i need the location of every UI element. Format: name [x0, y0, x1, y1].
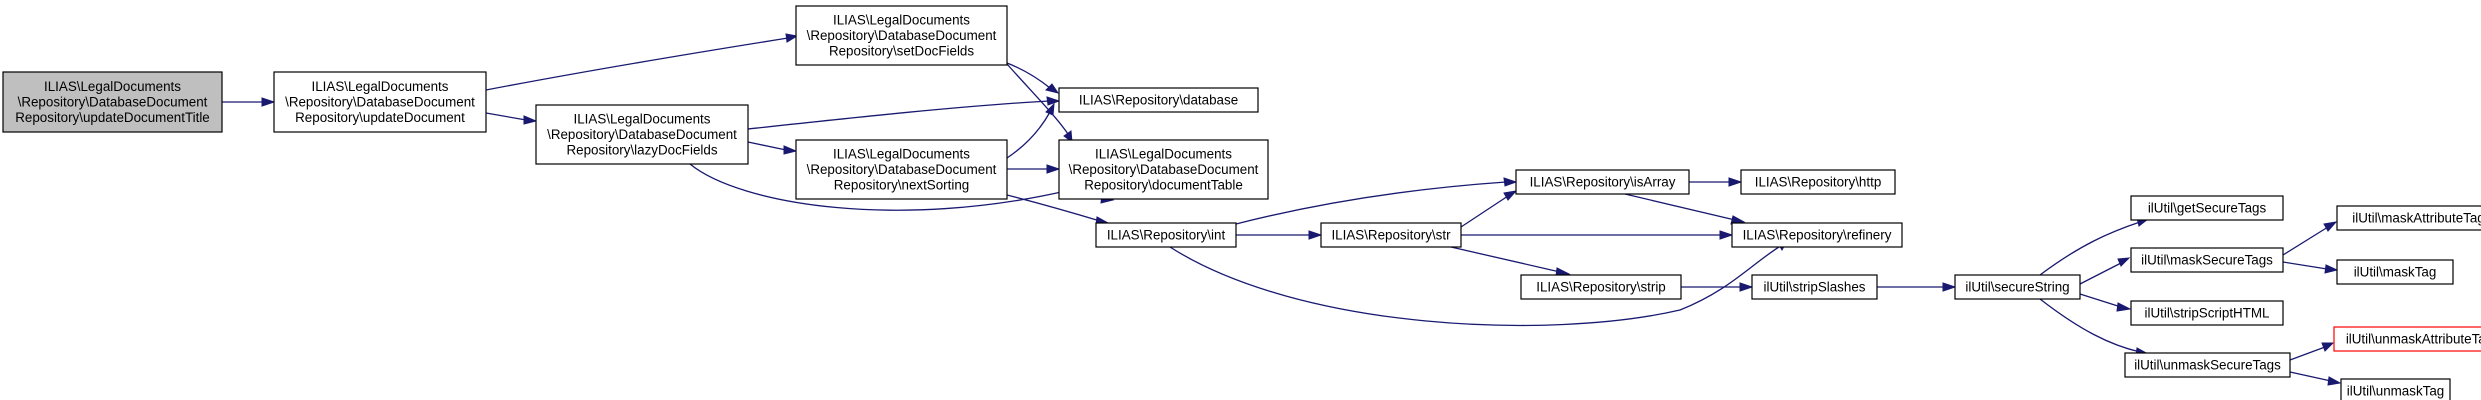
graph-node-n8[interactable]: ILIAS\Repository\isArray	[1515, 169, 1690, 195]
edge-n1-n3	[485, 112, 538, 125]
node-label-line: \Repository\DatabaseDocument	[18, 95, 208, 110]
node-label-line: ilUtil\unmaskAttributeTag	[2346, 332, 2481, 347]
edge-n18-n21	[2289, 342, 2335, 361]
node-label-line: ILIAS\Repository\database	[1079, 93, 1238, 108]
edge-n14-n17	[2079, 293, 2132, 312]
graph-node-n10[interactable]: ILIAS\Repository\strip	[1520, 274, 1682, 300]
graph-node-n1[interactable]: ILIAS\LegalDocuments\Repository\Database…	[273, 71, 487, 133]
graph-node-n5[interactable]: ILIAS\LegalDocuments\Repository\Database…	[1058, 139, 1269, 200]
graph-node-n9[interactable]: ILIAS\Repository\str	[1320, 222, 1462, 248]
graph-node-n16[interactable]: ilUtil\maskSecureTags	[2130, 247, 2284, 273]
node-label-line: Repository\lazyDocFields	[566, 142, 717, 157]
node-label-line: ilUtil\unmaskTag	[2347, 384, 2445, 399]
node-label-line: ilUtil\stripSlashes	[1764, 280, 1866, 295]
node-label-line: ilUtil\maskSecureTags	[2141, 253, 2273, 268]
node-label-line: ILIAS\LegalDocuments	[574, 112, 711, 127]
edge-n6-n5	[1007, 164, 1061, 174]
graph-node-n0: ILIAS\LegalDocuments\Repository\Database…	[2, 71, 223, 133]
graph-node-n3[interactable]: ILIAS\LegalDocuments\Repository\Database…	[535, 104, 749, 165]
node-label-line: ILIAS\LegalDocuments	[312, 79, 449, 94]
graph-node-n17[interactable]: ilUtil\stripScriptHTML	[2130, 300, 2284, 326]
node-label-line: Repository\nextSorting	[834, 177, 969, 192]
edge-n10-n13	[1681, 282, 1754, 292]
graph-node-n4[interactable]: ILIAS\Repository\database	[1058, 87, 1259, 113]
graph-node-n7[interactable]: ILIAS\Repository\int	[1095, 222, 1237, 248]
node-label-line: ILIAS\Repository\refinery	[1743, 228, 1892, 243]
node-label-line: ILIAS\Repository\strip	[1536, 280, 1666, 295]
node-label-line: ilUtil\secureString	[1965, 280, 2069, 295]
node-layer: ILIAS\LegalDocuments\Repository\Database…	[2, 5, 2481, 400]
graph-node-n13[interactable]: ilUtil\stripSlashes	[1751, 274, 1878, 300]
node-label-line: ILIAS\Repository\http	[1755, 175, 1882, 190]
node-label-line: ILIAS\Repository\int	[1107, 228, 1226, 243]
edge-n6-n4	[1006, 102, 1055, 159]
node-label-line: ILIAS\Repository\str	[1331, 228, 1451, 243]
edge-layer	[222, 33, 2342, 386]
graph-node-n20[interactable]: ilUtil\maskTag	[2336, 259, 2454, 285]
edge-n7-n12	[1169, 238, 1790, 327]
node-label-line: \Repository\DatabaseDocument	[807, 162, 997, 177]
node-label-line: Repository\setDocFields	[829, 43, 974, 58]
edge-n9-n10	[1450, 246, 1571, 277]
edge-n14-n16	[2079, 257, 2131, 285]
node-label-line: ILIAS\LegalDocuments	[833, 147, 970, 162]
node-label-line: Repository\documentTable	[1084, 177, 1243, 192]
graph-node-n15[interactable]: ilUtil\getSecureTags	[2130, 195, 2284, 221]
graph-node-n11[interactable]: ILIAS\Repository\http	[1740, 169, 1896, 195]
edge-n13-n14	[1877, 282, 1957, 292]
node-label-line: ILIAS\LegalDocuments	[833, 13, 970, 28]
edge-n9-n8	[1460, 190, 1518, 228]
node-label-line: ILIAS\LegalDocuments	[44, 79, 181, 94]
node-label-line: \Repository\DatabaseDocument	[285, 95, 475, 110]
edge-n9-n12	[1461, 230, 1734, 240]
node-label-line: ilUtil\maskTag	[2354, 265, 2437, 280]
edge-n7-n8	[1235, 177, 1518, 225]
edge-n3-n4	[747, 96, 1061, 130]
node-label-line: Repository\updateDocumentTitle	[15, 110, 210, 125]
node-label-line: ILIAS\Repository\isArray	[1530, 175, 1676, 190]
edge-n0-n1	[222, 97, 276, 107]
graph-node-n19[interactable]: ilUtil\maskAttributeTag	[2336, 205, 2481, 231]
node-label-line: ilUtil\getSecureTags	[2148, 201, 2267, 216]
node-label-line: \Repository\DatabaseDocument	[1069, 162, 1259, 177]
graph-node-n18[interactable]: ilUtil\unmaskSecureTags	[2124, 352, 2291, 378]
edge-n16-n20	[2282, 261, 2339, 274]
node-label-line: ilUtil\stripScriptHTML	[2145, 306, 2270, 321]
graph-node-n12[interactable]: ILIAS\Repository\refinery	[1731, 222, 1903, 248]
graph-node-n22[interactable]: ilUtil\unmaskTag	[2340, 378, 2451, 400]
node-label-line: ILIAS\LegalDocuments	[1095, 147, 1232, 162]
node-label-line: Repository\updateDocument	[295, 110, 465, 125]
node-label-line: ilUtil\maskAttributeTag	[2352, 211, 2481, 226]
graph-node-n6[interactable]: ILIAS\LegalDocuments\Repository\Database…	[795, 139, 1008, 200]
edge-n16-n19	[2282, 221, 2338, 256]
graph-node-n14[interactable]: ilUtil\secureString	[1954, 274, 2081, 300]
node-label-line: \Repository\DatabaseDocument	[547, 127, 737, 142]
graph-node-n2[interactable]: ILIAS\LegalDocuments\Repository\Database…	[795, 5, 1008, 66]
edge-n8-n11	[1689, 177, 1743, 187]
edge-n7-n9	[1236, 230, 1323, 240]
edge-n18-n22	[2289, 371, 2342, 386]
edge-n1-n2	[485, 33, 799, 91]
edge-n2-n4	[1006, 62, 1060, 94]
graph-node-n21[interactable]: ilUtil\unmaskAttributeTag	[2333, 326, 2481, 352]
edge-n8-n12	[1624, 193, 1746, 225]
node-label-line: \Repository\DatabaseDocument	[807, 28, 997, 43]
node-label-line: ilUtil\unmaskSecureTags	[2134, 358, 2281, 373]
edge-n3-n6	[747, 141, 798, 155]
